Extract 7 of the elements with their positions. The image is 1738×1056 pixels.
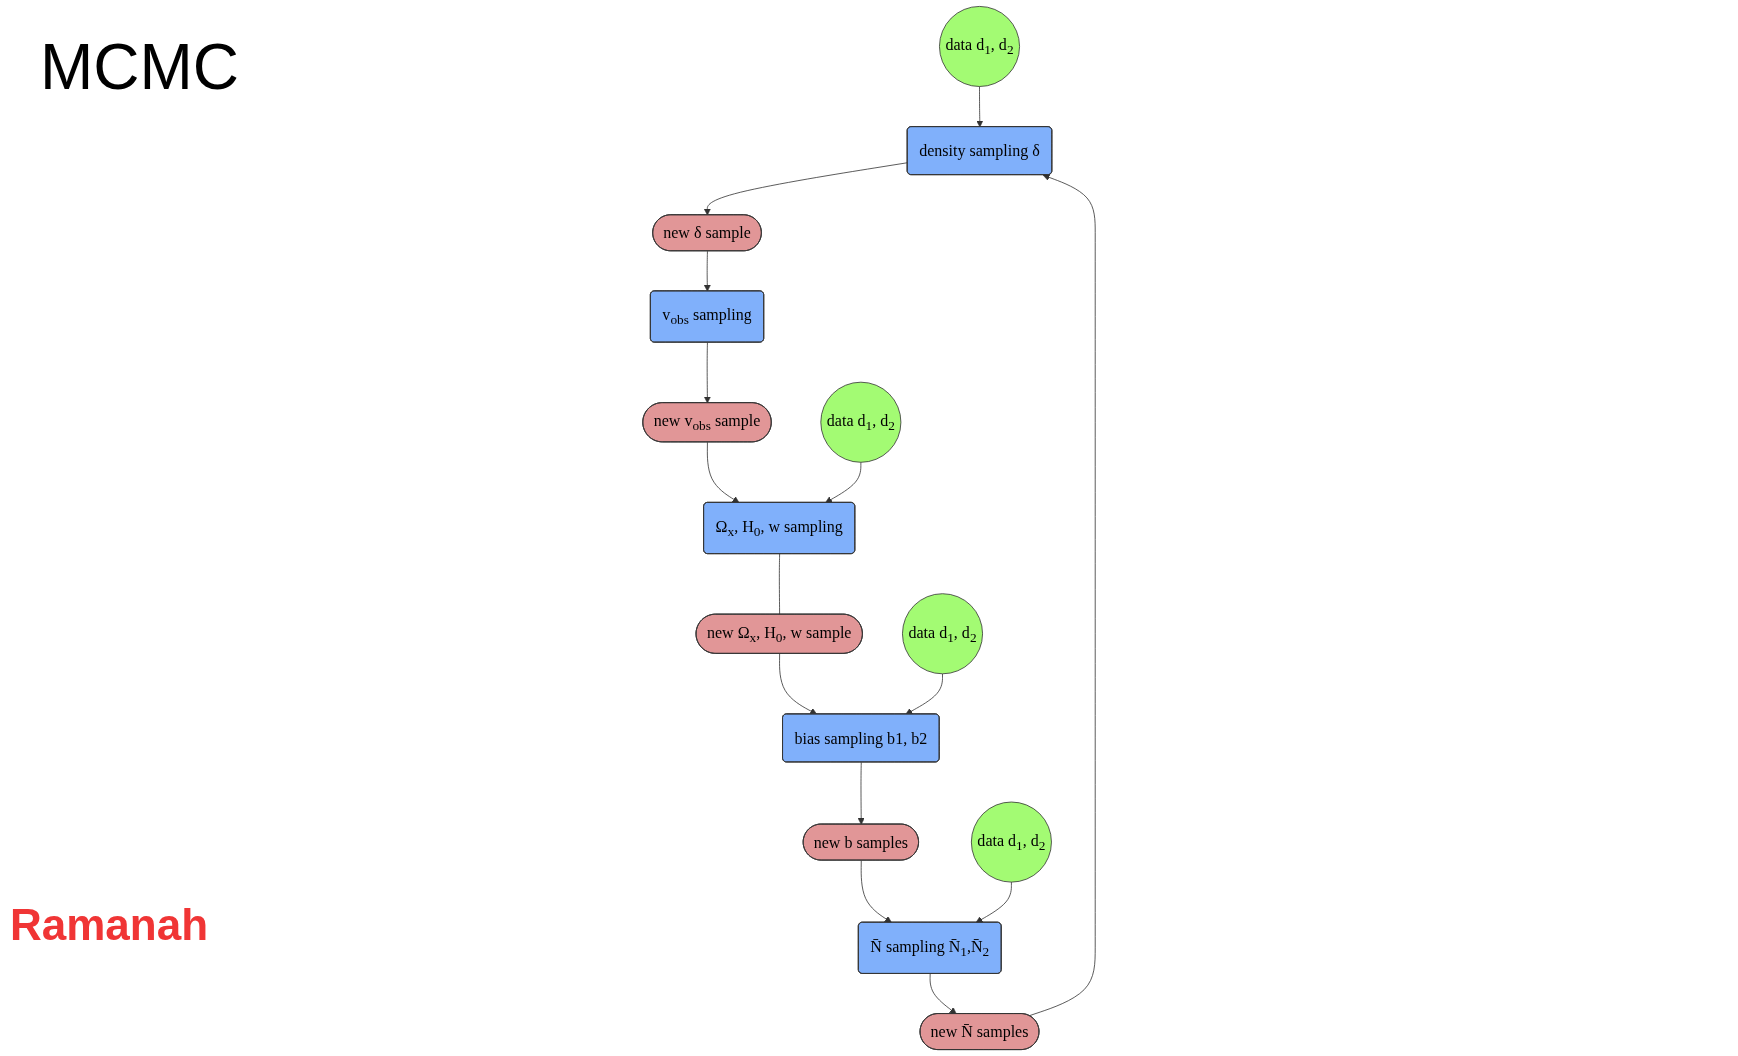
center-label: MCMC	[40, 30, 240, 104]
author-note: Ramanah	[10, 900, 209, 950]
node-circle: data d$_{1}$, d$_{2}$	[902, 593, 983, 675]
connector	[778, 553, 780, 615]
node-circle: data d$_{1}$, d$_{2}$	[970, 801, 1052, 883]
node-circle: data d$_{1}$, d$_{2}$	[939, 6, 1020, 87]
node-circle: data d$_{1}$, d$_{2}$	[820, 381, 902, 463]
